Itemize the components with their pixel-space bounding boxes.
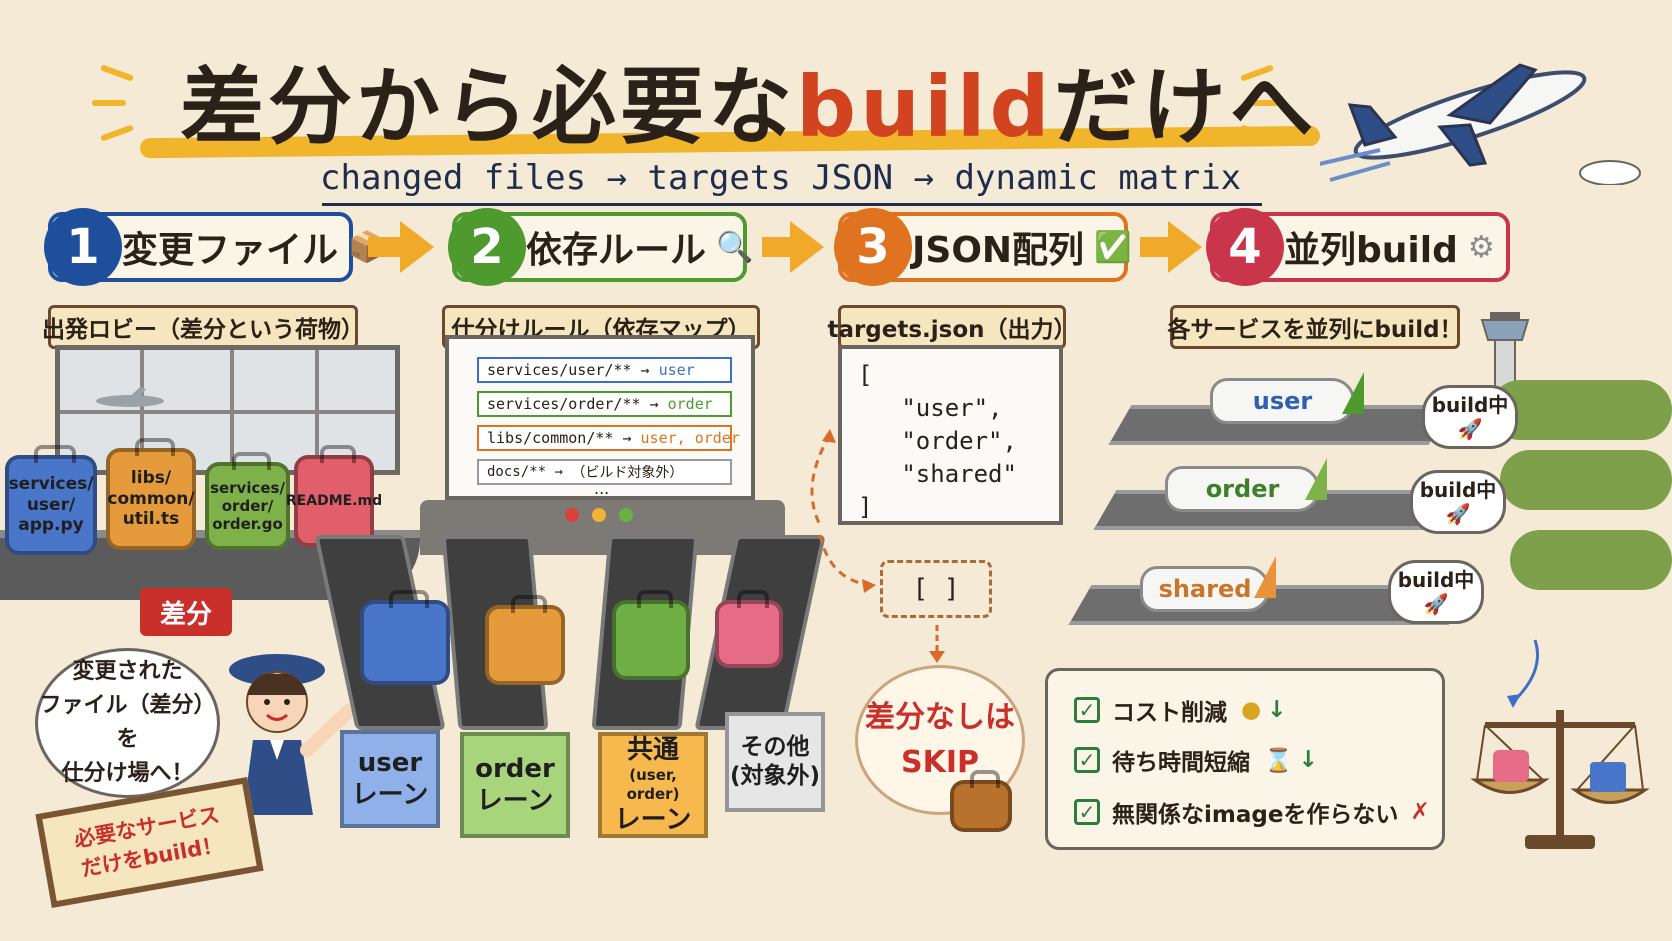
step-4-parallel-build: 4 並列build⚙ [1206, 208, 1510, 286]
step-2-dependency-rules: 2 依存ルール🔍 [448, 208, 753, 286]
guide-sign: 必要なサービス だけをbuild！ [35, 777, 264, 908]
rule-order: services/order/** → order [477, 391, 732, 417]
skipped-bag [950, 770, 1012, 832]
step-arrow [762, 237, 792, 257]
window-plane-icon [96, 387, 164, 407]
bag-libs-common: libs/ common/ util.ts [106, 438, 196, 550]
plane-order-tail [1305, 458, 1327, 500]
down-arrow [929, 625, 945, 663]
lane-bag-user [360, 590, 450, 685]
plane-user-tail [1342, 372, 1364, 414]
trees [1490, 380, 1672, 440]
build-status-user: build中🚀 [1422, 385, 1518, 449]
lane-bag-other [715, 590, 783, 668]
trees [1500, 450, 1672, 510]
benefit-cost: ✓コスト削減●↓ [1074, 693, 1286, 727]
rule-user: services/user/** → user [477, 357, 732, 383]
step-arrow-head [400, 221, 434, 273]
rule-docs: docs/** → （ビルド対象外） [477, 459, 732, 485]
plane-shared: shared [1140, 566, 1270, 612]
lane-bag-order [485, 595, 565, 685]
build-status-shared: build中🚀 [1388, 560, 1484, 624]
rocket-icon: 🚀 [1445, 502, 1471, 526]
rule-map-panel: services/user/** → user services/order/*… [445, 335, 755, 500]
benefits-panel: ✓コスト削減●↓ ✓待ち時間短縮⌛↓ ✓無関係なimageを作らない✗ [1045, 668, 1445, 850]
build-board: 各サービスを並列にbuild！ [1167, 305, 1463, 349]
airplane-icon [1320, 63, 1641, 185]
build-status-order: build中🚀 [1410, 470, 1506, 534]
benefit-wait-time: ✓待ち時間短縮⌛↓ [1074, 743, 1318, 777]
guide-speech-bubble: 変更された ファイル（差分）を 仕分け場へ！ [35, 648, 220, 798]
lane-bag-common [612, 590, 690, 680]
bag-readme: README.md [286, 445, 382, 547]
bag-user-app: services/ user/ app.py [5, 445, 97, 555]
step-arrow [1140, 237, 1170, 257]
control-tower-icon [1480, 312, 1530, 400]
cross-icon: ✗ [1410, 799, 1430, 825]
gear-icon: ⚙ [1467, 229, 1495, 265]
step-arrow [368, 237, 402, 257]
down-arrow-icon: ↓ [1298, 747, 1318, 773]
checkbox-icon: ✓ [1074, 697, 1100, 723]
checkbox-icon: ✓ [1074, 799, 1100, 825]
step-arrow-head [1168, 221, 1202, 273]
down-arrow-icon: ↓ [1267, 697, 1287, 723]
plane-user: user [1210, 378, 1355, 424]
diff-tag: 差分 [140, 588, 232, 636]
subtitle-underline [322, 203, 1262, 206]
targets-json-output: [ "user", "order", "shared" ] [838, 345, 1063, 525]
rule-libs-common: libs/common/** → user, order [477, 425, 740, 451]
coins-icon: ● [1241, 697, 1262, 723]
rules-ellipsis: ... [594, 479, 610, 498]
dashed-arrows [810, 429, 876, 593]
step-3-json-array: 3 JSON配列✅ [834, 208, 1132, 286]
targets-board: targets.json（出力） [827, 305, 1077, 349]
lane-common-label: 共通(user, order)レーン [598, 732, 708, 838]
guide-character [229, 654, 357, 815]
lobby-board: 出発ロビー（差分という荷物） [42, 305, 364, 349]
rocket-icon: 🚀 [1457, 417, 1483, 441]
plane-order: order [1165, 466, 1320, 512]
page-title: 差分から必要なbuildだけへ [180, 58, 1318, 156]
empty-targets-array: [ ] [880, 560, 992, 618]
magnifier-icon: 🔍 [716, 229, 754, 265]
step-arrow-head [790, 221, 824, 273]
step-1-changed-files: 1 変更ファイル📦 [44, 208, 385, 286]
hourglass-icon: ⌛ [1264, 747, 1293, 774]
check-icon: ✅ [1094, 229, 1132, 265]
benefit-no-unrelated-image: ✓無関係なimageを作らない✗ [1074, 795, 1430, 829]
bag-order-go: services/ order/ order.go [205, 452, 290, 550]
lane-other-label: その他(対象外) [725, 712, 825, 812]
trees [1510, 530, 1672, 590]
skip-bubble: 差分なしは SKIP [855, 665, 1025, 815]
page-subtitle: changed files → targets JSON → dynamic m… [320, 158, 1242, 198]
plane-shared-tail [1254, 556, 1276, 598]
checkbox-icon: ✓ [1074, 747, 1100, 773]
rocket-icon: 🚀 [1423, 592, 1449, 616]
balance-scale-icon [1470, 639, 1650, 849]
